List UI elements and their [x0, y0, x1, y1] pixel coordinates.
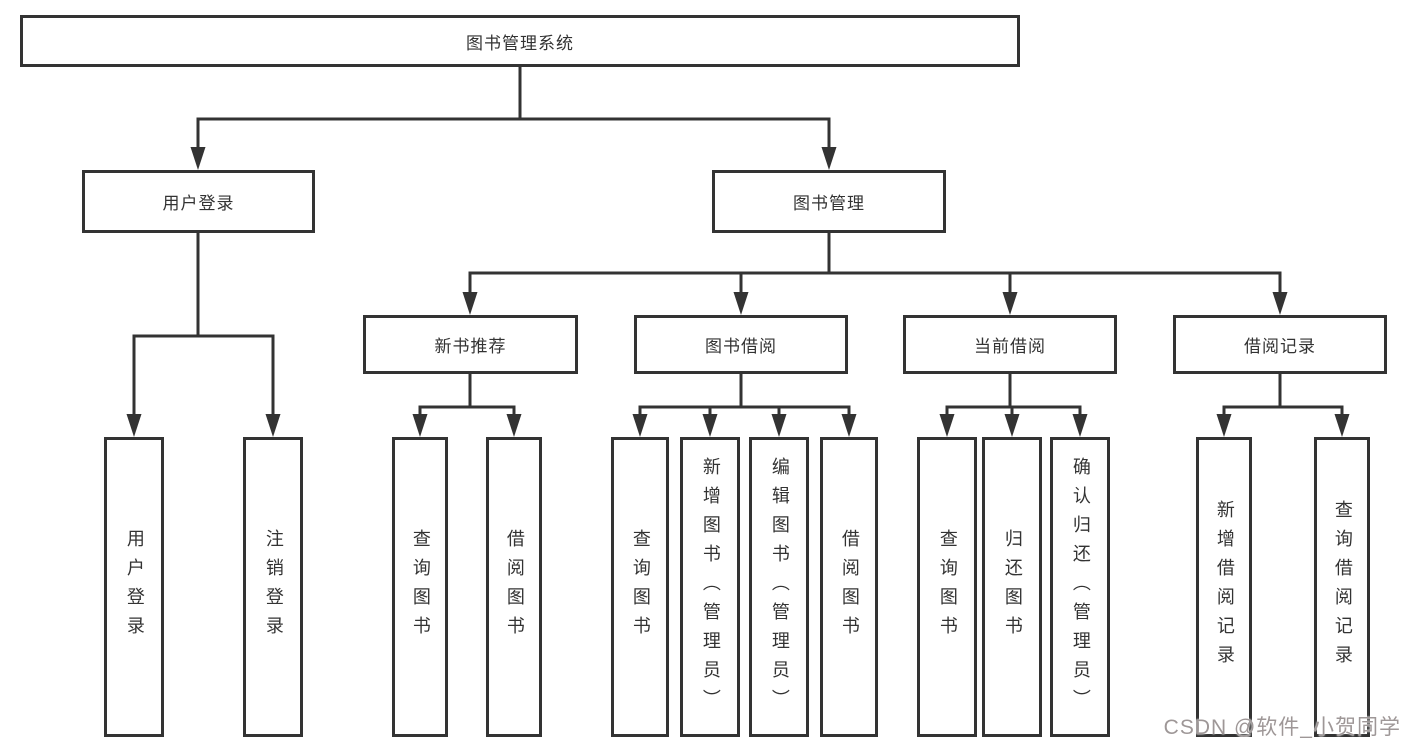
node-borrowing-records: 借阅记录	[1173, 315, 1387, 374]
leaf-query-books-borrowing: 查询图书	[611, 437, 669, 737]
node-user-login: 用户登录	[82, 170, 315, 233]
leaf-return-book: 归还图书	[982, 437, 1042, 737]
leaf-query-borrow-record: 查询借阅记录	[1314, 437, 1370, 737]
leaf-add-book-admin: 新增图书（管理员）	[680, 437, 740, 737]
leaf-edit-book-admin: 编辑图书（管理员）	[749, 437, 809, 737]
leaf-user-login: 用户登录	[104, 437, 164, 737]
leaf-query-books-recommend: 查询图书	[392, 437, 448, 737]
leaf-borrow-books-recommend: 借阅图书	[486, 437, 542, 737]
leaf-borrow-books-borrowing: 借阅图书	[820, 437, 878, 737]
node-current-borrowing: 当前借阅	[903, 315, 1117, 374]
leaf-query-books-current: 查询图书	[917, 437, 977, 737]
node-root-library-system: 图书管理系统	[20, 15, 1020, 67]
node-new-book-recommend: 新书推荐	[363, 315, 578, 374]
node-book-borrowing: 图书借阅	[634, 315, 848, 374]
node-book-management: 图书管理	[712, 170, 946, 233]
csdn-watermark: CSDN @软件_小贺同学	[1163, 716, 1401, 739]
leaf-logout: 注销登录	[243, 437, 303, 737]
leaf-confirm-return-admin: 确认归还（管理员）	[1050, 437, 1110, 737]
leaf-add-borrow-record: 新增借阅记录	[1196, 437, 1252, 737]
